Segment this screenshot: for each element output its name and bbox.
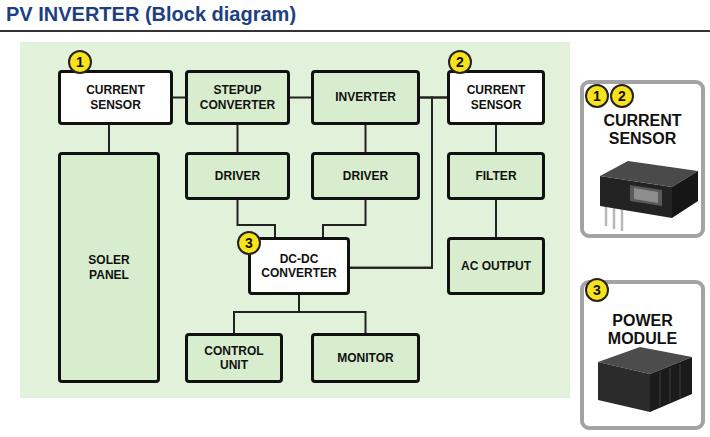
callout-number: 1 — [585, 84, 609, 108]
box-label: INVERTER — [335, 90, 396, 104]
sensor-box: CURRENT SENSOR — [447, 70, 545, 125]
box-label: AC OUTPUT — [461, 259, 531, 273]
inverter-box: INVERTER — [311, 70, 420, 125]
card-heading: CURRENT SENSOR — [590, 112, 695, 147]
card-ground — [582, 282, 703, 428]
monitor-box: MONITOR — [311, 333, 420, 383]
connector — [290, 97, 311, 99]
box-label: CONTROL UNIT — [194, 344, 274, 373]
connector — [234, 295, 299, 333]
driver-box: DRIVER — [311, 152, 420, 200]
output-box: AC OUTPUT — [447, 237, 545, 295]
callout-number: 2 — [610, 84, 634, 108]
callout-number: 1 — [68, 50, 92, 74]
box-label: DRIVER — [343, 169, 388, 183]
connector — [495, 125, 497, 152]
callout-number: 3 — [237, 231, 261, 255]
filter-box: FILTER — [447, 152, 545, 200]
box-label: MONITOR — [337, 351, 393, 365]
driver-box: DRIVER — [185, 152, 290, 200]
card-ground — [582, 82, 703, 236]
panel-box: SOLER PANEL — [58, 152, 160, 383]
connector — [108, 125, 110, 152]
box-label: CURRENT SENSOR — [456, 83, 536, 112]
power-module-picture — [598, 347, 692, 412]
connector — [173, 97, 185, 99]
product-card: POWER MODULE — [580, 280, 705, 430]
title-rule — [0, 30, 710, 32]
box-label: SOLER PANEL — [67, 253, 151, 282]
connector — [237, 125, 239, 152]
dcdc-box: DC-DC CONVERTER — [248, 237, 350, 295]
card-heading: POWER MODULE — [590, 312, 695, 347]
diagram-panel — [20, 42, 570, 398]
box-label: CURRENT SENSOR — [67, 83, 164, 112]
sensor-box: CURRENT SENSOR — [58, 70, 173, 125]
box-label: FILTER — [475, 169, 516, 183]
current-sensor-picture — [600, 161, 698, 231]
connector — [495, 200, 497, 237]
control-box: CONTROL UNIT — [185, 333, 283, 383]
box-label: STEPUP CONVERTER — [194, 83, 281, 112]
box-label: DRIVER — [215, 169, 260, 183]
connector — [323, 200, 366, 237]
callout-number: 3 — [585, 278, 609, 302]
connector — [365, 125, 367, 152]
box-label: DC-DC CONVERTER — [257, 252, 341, 281]
converter-box: STEPUP CONVERTER — [185, 70, 290, 125]
connector — [299, 295, 366, 333]
page-title: PV INVERTER (Block diagram) — [6, 3, 296, 26]
callout-number: 2 — [448, 50, 472, 74]
